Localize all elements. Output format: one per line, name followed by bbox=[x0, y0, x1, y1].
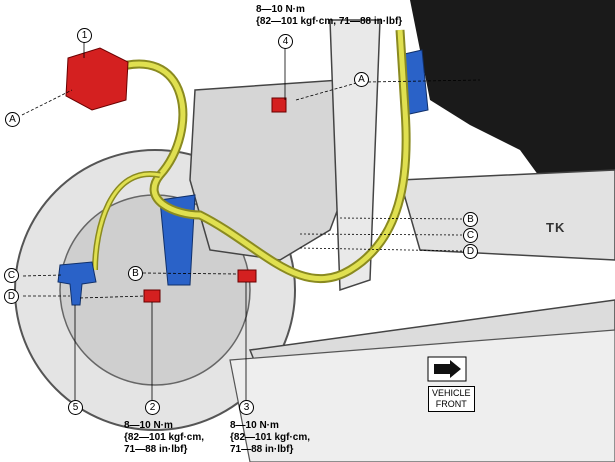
callout-3: 3 bbox=[239, 400, 254, 415]
callout-a-left: A bbox=[5, 112, 20, 127]
callout-c-left: C bbox=[4, 268, 19, 283]
bolt-3 bbox=[237, 269, 257, 283]
callout-a-top: A bbox=[354, 72, 369, 87]
callout-5: 5 bbox=[68, 400, 83, 415]
callout-c-right: C bbox=[463, 228, 478, 243]
control-arm bbox=[229, 329, 615, 462]
bolt-4 bbox=[271, 97, 287, 113]
vehicle-front-label: VEHICLE FRONT bbox=[428, 386, 475, 412]
torque-spec-bottom-mid: 8—10 N·m {82—101 kgf·cm, 71—88 in·lbf} bbox=[230, 420, 311, 455]
chassis-dark bbox=[410, 0, 615, 220]
callout-4: 4 bbox=[278, 34, 293, 49]
callout-b-left: B bbox=[128, 266, 143, 281]
strut bbox=[329, 19, 381, 292]
frame-mark: TK bbox=[546, 220, 566, 235]
leader-lines bbox=[21, 42, 481, 400]
callout-d-left: D bbox=[4, 289, 19, 304]
callout-2: 2 bbox=[145, 400, 160, 415]
bolt-2 bbox=[143, 289, 161, 303]
torque-spec-bottom-left: 8—10 N·m {82—101 kgf·cm, 71—88 in·lbf} bbox=[124, 420, 205, 455]
vehicle-front-arrow bbox=[434, 360, 461, 378]
callout-d-right: D bbox=[463, 244, 478, 259]
callout-b-right: B bbox=[463, 212, 478, 227]
abs-wheel-sensor bbox=[57, 261, 97, 306]
upper-arm bbox=[399, 169, 615, 261]
torque-spec-top: 8—10 N·m {82—101 kgf·cm, 71—88 in·lbf} bbox=[256, 4, 403, 27]
abs-connector bbox=[65, 47, 129, 111]
callout-1: 1 bbox=[77, 28, 92, 43]
